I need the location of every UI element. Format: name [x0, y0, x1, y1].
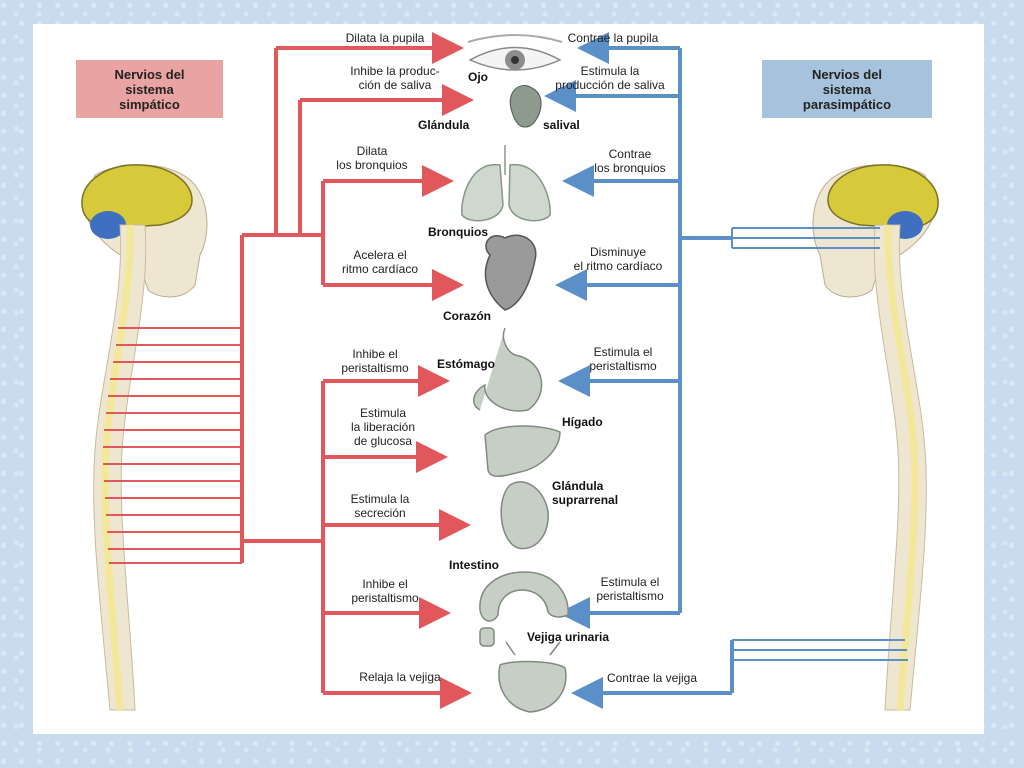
organ-label-intestine: Intestino	[449, 558, 499, 572]
para-effect-bronchi: Contrae los bronquios	[594, 147, 666, 175]
lungs-illustration	[461, 145, 551, 222]
parasympathetic-cranial-nerves	[731, 227, 880, 249]
organ-label-stomach: Estómago	[437, 357, 496, 371]
adrenal-kidney-illustration	[500, 481, 549, 550]
para-effect-bladder: Contrae la vejiga	[606, 671, 698, 685]
sympathetic-spinal-nerves	[103, 327, 242, 564]
sym-effect-bronchi: Dilata los bronquios	[336, 144, 408, 172]
sym-effect-pupil: Dilata la pupila	[345, 31, 425, 45]
sym-effect-stomach: Inhibe el peristaltismo	[341, 347, 409, 375]
stomach-illustration	[473, 327, 543, 412]
organ-label-eye: Ojo	[468, 70, 488, 84]
left-spine-column	[93, 224, 147, 711]
para-effect-intestine: Estimula el peristaltismo	[596, 575, 664, 603]
sympathetic-nerves-box: Nervios del sistema simpático	[76, 60, 223, 118]
para-effect-pupil: Contrae la pupila	[567, 31, 659, 45]
left-spinal-cord	[101, 224, 134, 711]
eye-illustration	[467, 34, 563, 71]
parasympathetic-pathways	[544, 32, 908, 709]
organ-label-bladder: Vejiga urinaria	[527, 630, 610, 644]
parasympathetic-nerves-box: Nervios del sistema parasimpático	[762, 60, 932, 118]
right-skeleton-figure	[812, 164, 939, 711]
bladder-illustration	[498, 641, 567, 713]
right-spine-column	[873, 224, 927, 711]
organ-label-salivary: salival	[543, 118, 580, 132]
para-effect-heart: Disminuye el ritmo cardíaco	[573, 245, 663, 273]
para-effect-stomach: Estimula el peristaltismo	[589, 345, 657, 373]
sym-effect-secretion: Estimula la secreción	[350, 492, 410, 520]
sym-effect-bladder: Relaja la vejiga	[359, 670, 441, 684]
parasympathetic-sacral-nerves	[732, 639, 908, 661]
sympathetic-pathways	[103, 32, 474, 709]
sym-effect-intestine: Inhibe el peristaltismo	[351, 577, 419, 605]
organ-label-heart: Corazón	[443, 309, 491, 323]
liver-illustration	[484, 425, 561, 477]
left-skeleton-figure	[81, 164, 208, 711]
organ-label-salivary-gland: Glándula	[418, 118, 470, 132]
intestine-illustration	[479, 571, 569, 647]
left-cerebellum	[90, 211, 126, 239]
organ-label-liver: Hígado	[562, 415, 603, 429]
organ-label-bronchi: Bronquios	[428, 225, 488, 239]
sym-effect-saliva: Inhibe la produc- ción de saliva	[350, 64, 440, 92]
sym-effect-heart: Acelera el ritmo cardíaco	[341, 248, 419, 276]
salivary-gland-illustration	[509, 85, 542, 128]
organ-label-adrenal-gland: Glándula suprarrenal	[552, 479, 619, 507]
heart-illustration	[484, 234, 537, 311]
right-spinal-cord	[884, 224, 919, 711]
organ-illustrations	[461, 34, 569, 713]
sym-effect-glucose: Estimula la liberación de glucosa	[350, 406, 416, 448]
para-effect-saliva: Estimula la producción de saliva	[555, 64, 665, 92]
